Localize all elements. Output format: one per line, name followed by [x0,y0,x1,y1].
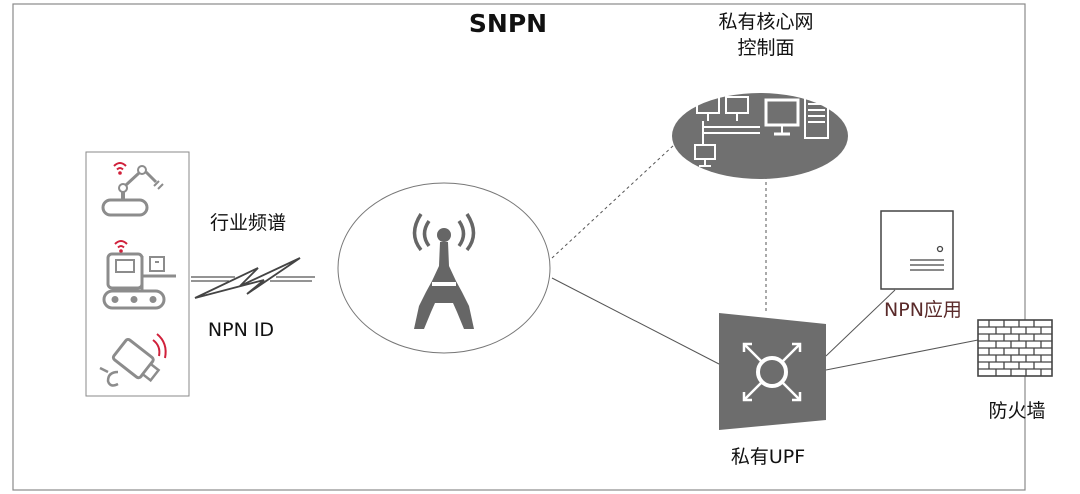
link-tower-to-core [551,131,689,259]
app-server-icon [880,210,954,290]
robot-arm-icon [101,162,164,217]
lightning-link-icon [191,257,315,299]
diagram-title: SNPN [468,9,548,38]
core-control-label-line1: 私有核心网 [718,11,814,33]
base-station [337,182,551,354]
link-tower-to-upf [551,277,720,365]
firewall-label: 防火墙 [988,400,1046,422]
private-upf-label: 私有UPF [730,446,806,468]
npn-id-label: NPN ID [207,319,275,341]
outer-frame [12,3,1026,491]
base-station-icon [412,213,476,329]
core-control-plane [672,93,848,179]
agv-icon [102,240,176,310]
server-network-icon [694,95,829,167]
spectrum-label: 行业频谱 [209,212,286,234]
core-control-label-line2: 控制面 [737,37,795,59]
usb-modem-icon [99,333,167,387]
npn-app-label: NPN应用 [884,299,962,321]
device-panel [85,151,190,397]
firewall-icon [977,319,1053,377]
link-upf-to-firewall [825,339,979,371]
link-upf-to-app [825,289,896,357]
upf-switch-icon [719,313,826,430]
